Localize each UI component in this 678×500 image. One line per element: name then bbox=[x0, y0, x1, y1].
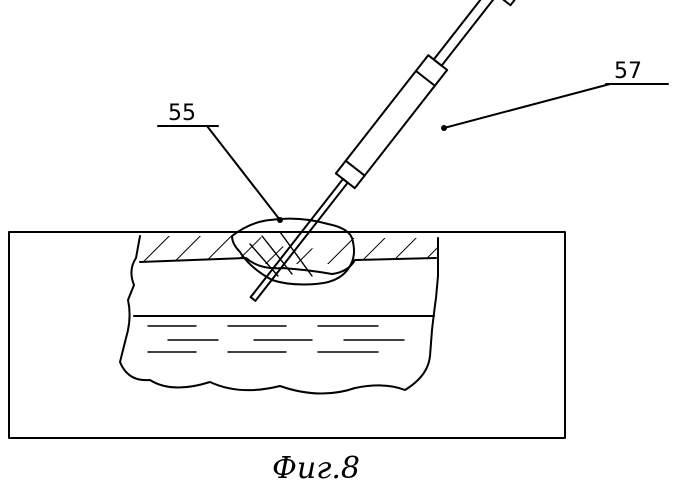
syringe-barrel bbox=[336, 55, 447, 188]
leader-57 bbox=[444, 84, 610, 128]
leader-57-dot bbox=[441, 125, 447, 131]
syringe-plunger bbox=[434, 0, 497, 66]
label-57: 57 bbox=[614, 59, 642, 84]
label-55: 55 bbox=[168, 101, 196, 126]
syringe bbox=[236, 0, 516, 313]
syringe-thumb-rest bbox=[476, 0, 516, 5]
liquid-dashes bbox=[148, 326, 404, 352]
figure-caption: Фиг.8 bbox=[272, 451, 360, 486]
leader-55-dot bbox=[277, 217, 283, 223]
leader-55 bbox=[207, 126, 280, 220]
